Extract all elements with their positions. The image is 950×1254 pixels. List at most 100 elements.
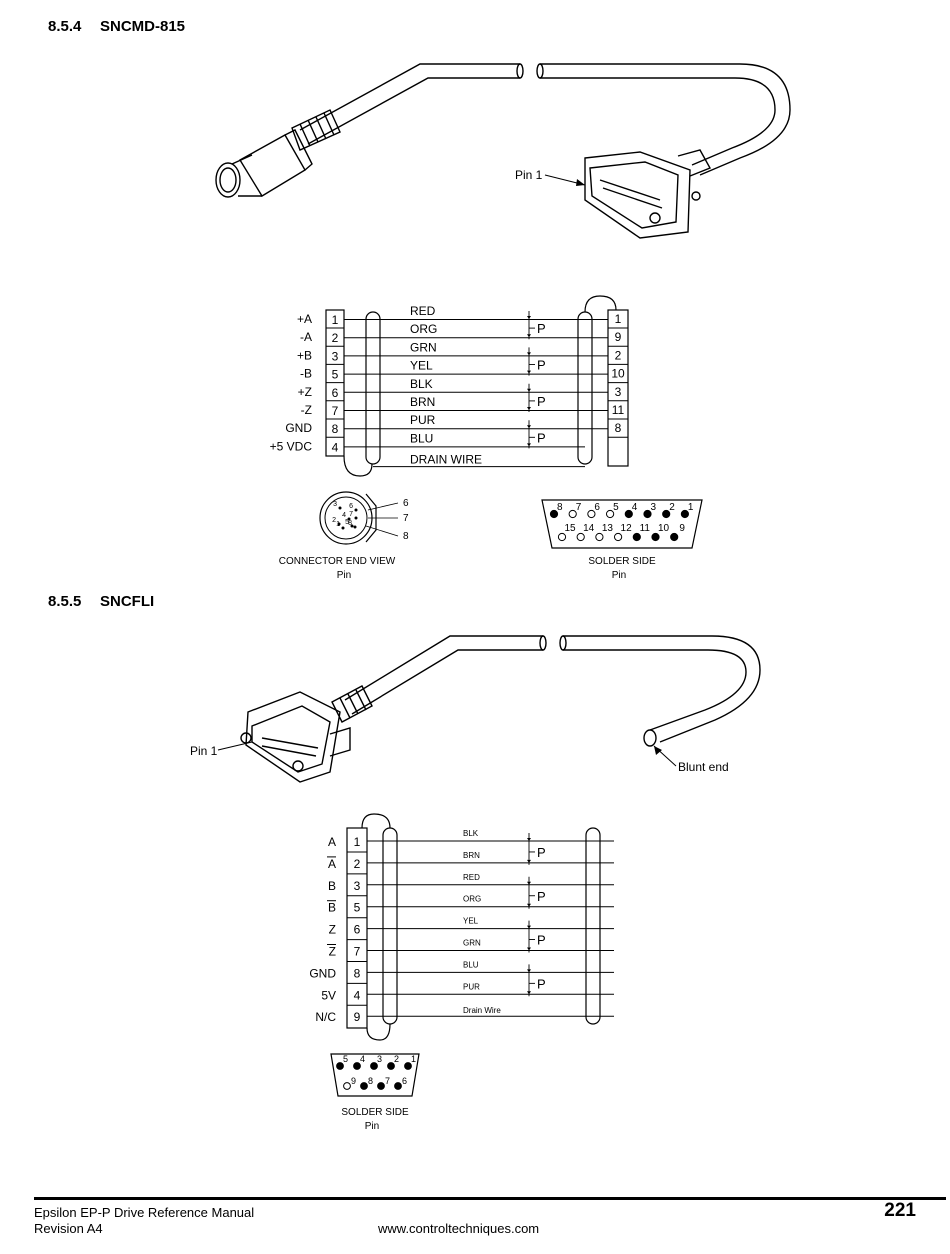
wire-color-label: YEL — [463, 917, 479, 926]
db15-pin — [606, 509, 615, 519]
db9-pin-number: 3 — [377, 1054, 382, 1064]
signal-label: B — [328, 879, 336, 893]
signal-label: Z — [329, 945, 336, 959]
signal-label: A — [328, 835, 336, 849]
right-pin-number: 8 — [615, 421, 622, 435]
signal-label: -B — [300, 367, 312, 381]
left-pin-number: 1 — [354, 835, 361, 849]
signal-label: GND — [309, 966, 336, 980]
signal-label: -A — [300, 330, 312, 344]
signal-label: +5 VDC — [270, 439, 313, 453]
db15-pin — [624, 509, 633, 519]
db15-pin — [549, 509, 559, 519]
db9-pin — [394, 1082, 402, 1090]
connector-end-view-sub: Pin — [337, 570, 351, 581]
right-pin-number: 3 — [615, 385, 622, 399]
din-callout-7: 7 — [403, 513, 409, 524]
db15-connector-outline — [541, 499, 703, 549]
db9-pin — [377, 1082, 385, 1090]
sncmd-cable-illustration: Pin 1 — [215, 63, 791, 239]
drain-wire-label: Drain Wire — [463, 1006, 501, 1015]
wire-color-label: YEL — [410, 359, 433, 373]
db9-pin-number: 6 — [402, 1076, 407, 1086]
din-pin — [337, 522, 341, 526]
pair-label: P — [537, 394, 546, 409]
wire-color-label: BLK — [410, 377, 433, 391]
pair-label: P — [537, 358, 546, 373]
left-pin-number: 1 — [332, 313, 339, 327]
db15-pin-number: 9 — [679, 523, 685, 534]
sncfli-cable-illustration: Pin 1 Blunt end — [190, 635, 761, 783]
din-pin-number: 6 — [349, 503, 353, 510]
right-pin-number: 1 — [615, 312, 622, 326]
din-pin — [341, 526, 345, 530]
db15-pin — [595, 532, 604, 542]
db15-pin-number: 2 — [669, 502, 675, 513]
db9-pin — [360, 1082, 368, 1090]
din-callout-8: 8 — [403, 531, 409, 542]
signal-label: +B — [297, 348, 312, 362]
db15-pin — [576, 532, 585, 542]
db15-pin — [568, 509, 577, 519]
footer-url[interactable]: www.controltechniques.com — [378, 1221, 540, 1236]
db9-pin — [336, 1062, 344, 1070]
signal-label: +A — [297, 312, 312, 326]
section-number: 8.5.4 — [48, 18, 82, 35]
pair-label: P — [537, 430, 546, 445]
db15-pin — [557, 532, 567, 542]
left-pin-number: 6 — [354, 923, 361, 937]
db9-connector-outline — [330, 1053, 420, 1097]
db15-pin-number: 5 — [613, 502, 619, 513]
right-pin-number: 9 — [615, 330, 622, 344]
right-pin-number: 11 — [612, 403, 625, 417]
pin1-label-1: Pin 1 — [515, 168, 543, 182]
db15-pin-number: 3 — [651, 502, 657, 513]
signal-label: B — [328, 901, 336, 915]
db15-pin-number: 13 — [602, 523, 614, 534]
twisted-pair-marker: P — [527, 964, 546, 997]
din-pin-number: 5 — [345, 519, 349, 526]
din-pin-number: 3 — [333, 501, 337, 508]
left-pin-number: 4 — [332, 440, 339, 454]
db15-pin-number: 11 — [640, 523, 651, 534]
pair-label: P — [537, 321, 546, 336]
wire-color-label: BRN — [410, 395, 435, 409]
left-pin-number: 9 — [354, 1010, 361, 1024]
din-pin-number: 7 — [349, 511, 353, 518]
twisted-pair-marker: P — [527, 876, 546, 909]
twisted-pair-marker: P — [527, 347, 546, 376]
db15-pin — [670, 532, 679, 542]
din-pin — [338, 506, 342, 510]
wire-color-label: GRN — [463, 939, 481, 948]
din-pin — [350, 524, 354, 528]
signal-label: N/C — [315, 1010, 336, 1024]
signal-label: Z — [329, 923, 336, 937]
solder-side-sub-2: Pin — [365, 1121, 379, 1132]
din-pin — [353, 525, 357, 529]
left-pin-number: 6 — [332, 386, 339, 400]
pair-label: P — [537, 976, 546, 991]
footer-revision: Revision A4 — [34, 1221, 103, 1236]
db9-pin — [343, 1082, 351, 1090]
twisted-pair-marker: P — [527, 420, 546, 449]
din-pin — [354, 516, 358, 520]
footer-manual-title: Epsilon EP-P Drive Reference Manual — [34, 1205, 255, 1220]
twisted-pair-marker: P — [527, 383, 546, 412]
blunt-end-label: Blunt end — [678, 760, 729, 774]
db9-pin — [353, 1062, 361, 1070]
din-pin-number: 4 — [342, 512, 346, 519]
left-pin-number: 4 — [354, 988, 361, 1002]
twisted-pair-marker: P — [527, 833, 546, 865]
db9-pin-number: 7 — [385, 1076, 390, 1086]
left-pin-number: 3 — [332, 349, 339, 363]
wire-color-label: GRN — [410, 340, 437, 354]
db9-pin — [404, 1062, 412, 1070]
db15-pin-number: 10 — [658, 523, 670, 534]
left-pin-number: 2 — [354, 857, 361, 871]
signal-label: +Z — [298, 385, 312, 399]
connector-end-view-label: CONNECTOR END VIEW — [279, 556, 396, 567]
solder-side-label-1: SOLDER SIDE — [588, 556, 656, 567]
db15-pin — [651, 532, 660, 542]
